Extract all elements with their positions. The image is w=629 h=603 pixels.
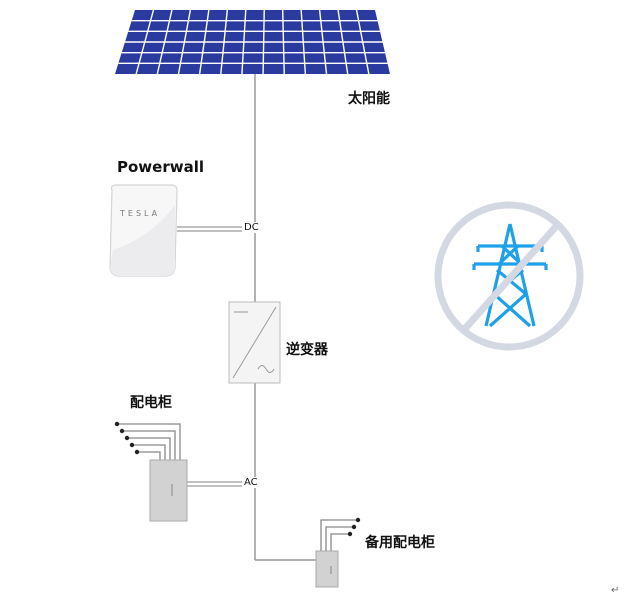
ac-label: AC — [242, 477, 260, 488]
powerwall-battery-icon — [109, 184, 178, 277]
no-grid-power-tower-icon — [434, 201, 584, 351]
distribution-panel-wire-ends — [114, 421, 140, 455]
inverter-icon — [228, 301, 281, 384]
dc-wire — [177, 226, 242, 232]
backup-panel-wire-ends — [347, 517, 361, 537]
distribution-panel-label: 配电柜 — [130, 395, 172, 411]
main-wire — [254, 74, 316, 561]
distribution-panel-wires — [117, 423, 181, 460]
solar-label: 太阳能 — [348, 91, 390, 107]
solar-panel-icon — [115, 9, 390, 75]
ac-wire — [187, 481, 242, 487]
dc-label: DC — [242, 222, 261, 233]
return-mark: ↵ — [611, 585, 620, 596]
distribution-panel-icon — [149, 459, 188, 522]
backup-panel-label: 备用配电柜 — [365, 535, 435, 551]
powerwall-brand: TESLA — [120, 209, 161, 218]
backup-panel-icon — [315, 550, 339, 588]
powerwall-label: Powerwall — [117, 158, 204, 176]
inverter-label: 逆变器 — [286, 342, 328, 358]
backup-panel-wires — [320, 519, 358, 551]
